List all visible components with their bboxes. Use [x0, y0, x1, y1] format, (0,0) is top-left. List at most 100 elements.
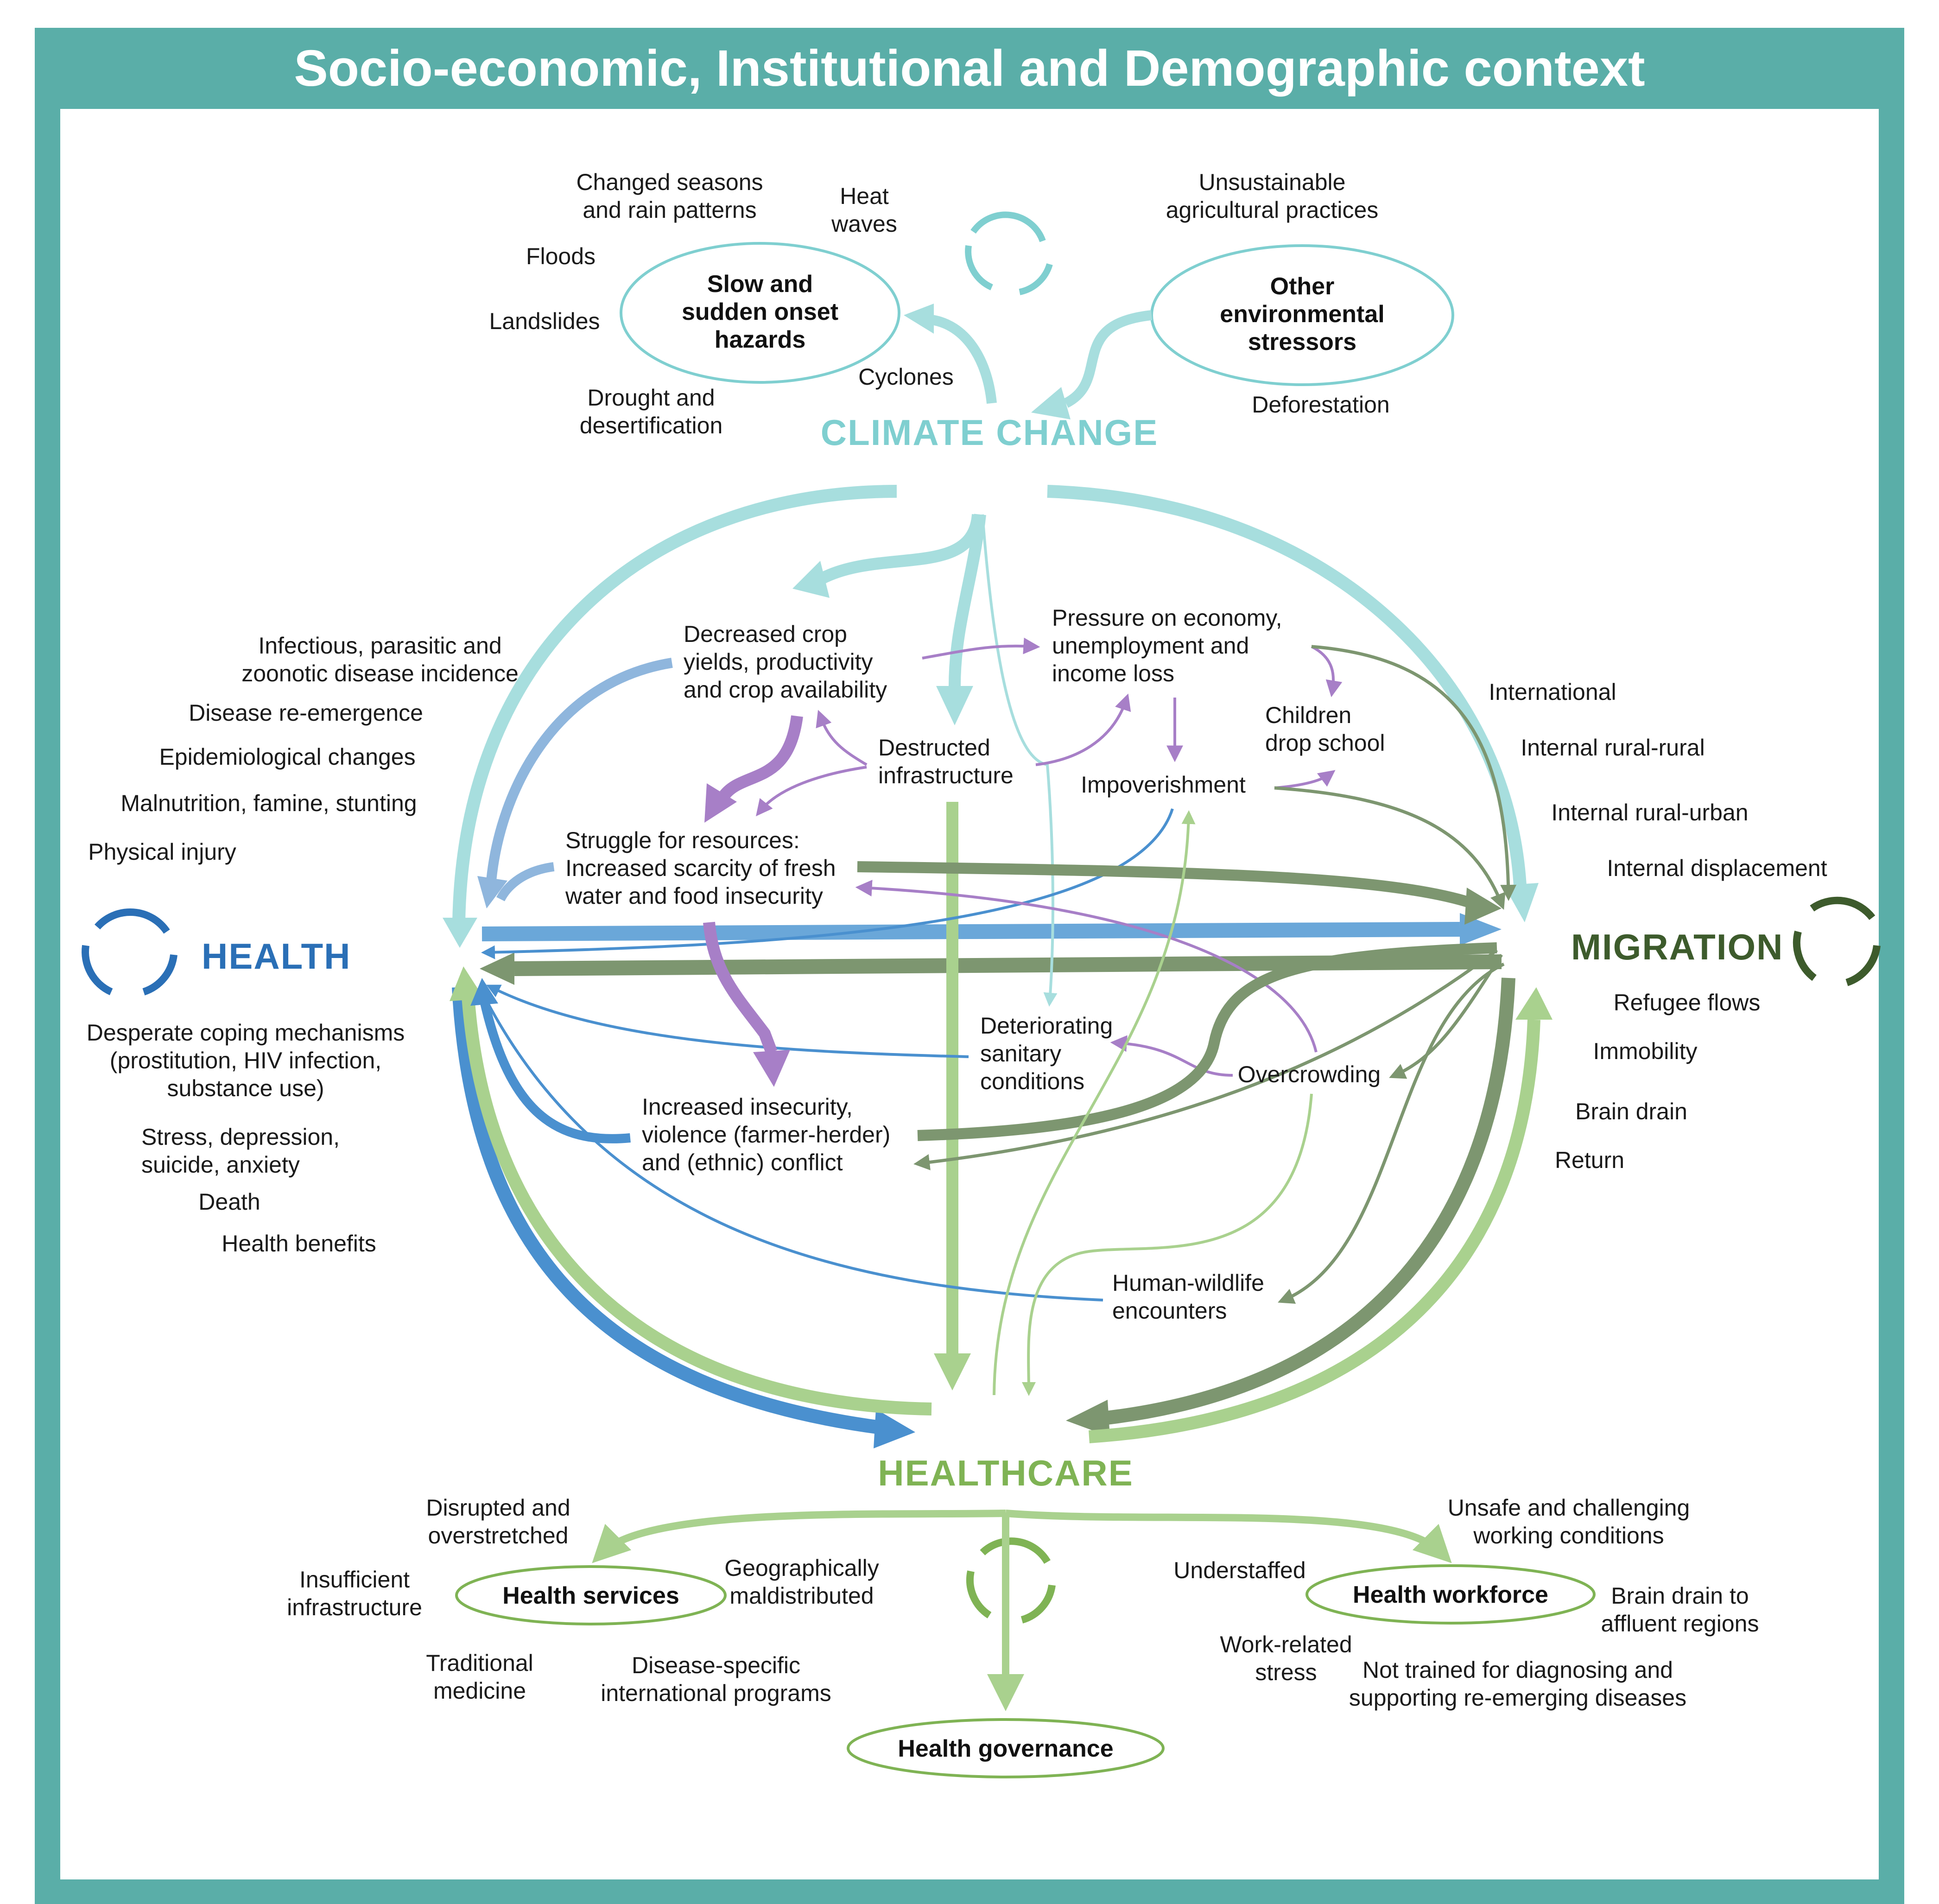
arrow-economy-to-children [1311, 645, 1343, 698]
arrowhead-struggle-migration [1464, 888, 1502, 925]
branch-to-workforce [1005, 1510, 1452, 1563]
page-title: Socio-economic, Institutional and Demogr… [294, 40, 1645, 97]
cycle-climate-icon [965, 211, 1053, 295]
arrow-healthcare-to-impoverishment [993, 810, 1196, 1396]
arrowhead-crop-health [477, 876, 507, 908]
cycle-healthcare-icon [966, 1537, 1056, 1624]
arrowhead-healthcare-health [450, 966, 484, 1001]
arc-migration-to-healthcare [1102, 977, 1515, 1425]
arrow-overcrowding-to-struggle [855, 880, 1318, 1053]
arc-climate-to-migration [1047, 485, 1527, 886]
label-overcrowding: Overcrowding [1238, 1061, 1381, 1087]
arrow-insecurity-to-health [480, 1000, 631, 1143]
label-death: Death [198, 1189, 260, 1215]
arc-healthcare-to-migration [1089, 1019, 1540, 1443]
arrowhead-migration-healthcare [1066, 1400, 1110, 1437]
label-malnutrition: Malnutrition, famine, stunting [120, 790, 417, 816]
label-floods: Floods [526, 243, 596, 269]
arrowhead-crop-struggle [704, 783, 737, 823]
arrowhead-climate-infra [936, 686, 973, 725]
arrow-climate-to-infrastructure [949, 514, 986, 686]
arrow-infra-to-struggle [755, 766, 867, 817]
cycle-health-icon [82, 908, 177, 996]
arrow-wildlife-to-health [479, 987, 1103, 1301]
arrow-migration-to-insecurity-thick [917, 942, 1497, 1141]
arrow-crop-to-economy [922, 637, 1040, 660]
arrowhead-healthcare-migration [1515, 987, 1552, 1020]
arrow-migration-to-wildlife [1278, 962, 1505, 1304]
label-rural-urban: Internal rural-urban [1551, 800, 1748, 825]
arc-healthcare-to-health [462, 996, 932, 1415]
arrow-migration-to-overcrowding [1389, 954, 1503, 1079]
label-insecurity: Increased insecurity,violence (farmer-he… [642, 1094, 890, 1175]
arrowhead-struggle-insecurity [753, 1050, 790, 1087]
arrow-infra-to-crop [816, 710, 868, 766]
arrow-climate-to-sanitary [981, 514, 1058, 1007]
label-epidemiological: Epidemiological changes [159, 744, 415, 770]
arrowhead-climate-health [443, 918, 477, 948]
arrow-struggle-to-health [496, 862, 555, 901]
label-struggle: Struggle for resources:Increased scarcit… [565, 827, 836, 909]
arrowhead-climate-hazards [904, 304, 934, 334]
arrow-migration-to-insecurity-thin [913, 949, 1498, 1170]
arrow-overcrowding-to-healthcare [1021, 1093, 1313, 1396]
arrow-climate-to-crop [817, 514, 984, 585]
label-cyclones: Cyclones [858, 364, 954, 390]
label-immobility: Immobility [1593, 1038, 1697, 1064]
arrow-infra-to-economy [1035, 693, 1131, 766]
arrow-impoverishment-to-migration [1274, 786, 1506, 910]
arrowhead-migration-health [480, 952, 514, 985]
label-impoverishment: Impoverishment [1081, 772, 1246, 798]
label-health-benefits: Health benefits [222, 1231, 376, 1257]
label-landslides: Landslides [489, 308, 600, 334]
label-reemergence: Disease re-emergence [189, 700, 423, 726]
health-governance-label: Health governance [898, 1735, 1113, 1762]
arrow-struggle-to-migration [857, 861, 1476, 909]
arrow-crop-to-struggle-thick [718, 715, 803, 801]
label-displacement: Internal displacement [1607, 855, 1827, 881]
label-refugee: Refugee flows [1614, 990, 1761, 1015]
arrowhead-health-healthcare [874, 1409, 915, 1448]
hub-climate-change: CLIMATE CHANGE [821, 412, 1159, 453]
branch-to-services [592, 1510, 1006, 1563]
hub-migration: MIGRATION [1571, 927, 1784, 967]
cycle-migration-icon [1793, 896, 1881, 986]
arrow-climate-to-hazards [931, 315, 997, 404]
arrow-impoverishment-to-health [481, 808, 1174, 959]
ellipse-hazards [620, 242, 900, 384]
arrowhead-climate-crop [792, 561, 830, 598]
arrow-health-to-migration [482, 922, 1460, 941]
arrow-struggle-to-insecurity [703, 921, 778, 1054]
arrow-overcrowding-to-sanitary [1110, 1035, 1233, 1077]
label-stress: Stress, depression,suicide, anxiety [141, 1124, 340, 1178]
label-rural-rural: Internal rural-rural [1521, 735, 1705, 761]
label-international: International [1489, 679, 1616, 705]
ellipse-health-workforce [1305, 1564, 1596, 1625]
arrow-economy-to-migration [1311, 645, 1517, 901]
hub-health: HEALTH [202, 936, 351, 977]
arrow-stressors-to-climate [1063, 310, 1153, 408]
arrowhead-infra-healthcare [934, 1353, 971, 1390]
arc-health-to-healthcare [452, 987, 881, 1434]
